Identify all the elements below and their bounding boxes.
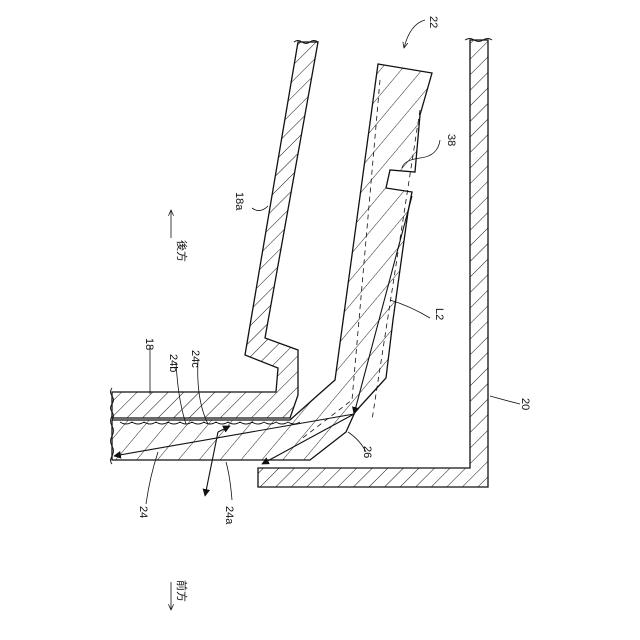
label-24b: 24b [167,354,179,372]
label-26: 26 [361,446,373,458]
label-18: 18 [143,338,155,350]
rear-direction-label: 後方 [175,240,189,262]
leader-18a [252,206,268,211]
leader-22 [404,20,425,48]
label-22: 22 [427,16,439,28]
member-18 [112,42,318,418]
label-24c: 24c [189,350,201,368]
leader-20 [490,396,520,404]
label-20: 20 [519,398,531,410]
label-24: 24 [137,506,149,518]
leader-24a [226,462,232,500]
label-18a: 18a [233,192,245,211]
label-24a: 24a [223,506,235,525]
label-38: 38 [445,134,457,146]
front-direction-label: 前方 [175,580,189,602]
label-L2: L2 [433,308,445,320]
